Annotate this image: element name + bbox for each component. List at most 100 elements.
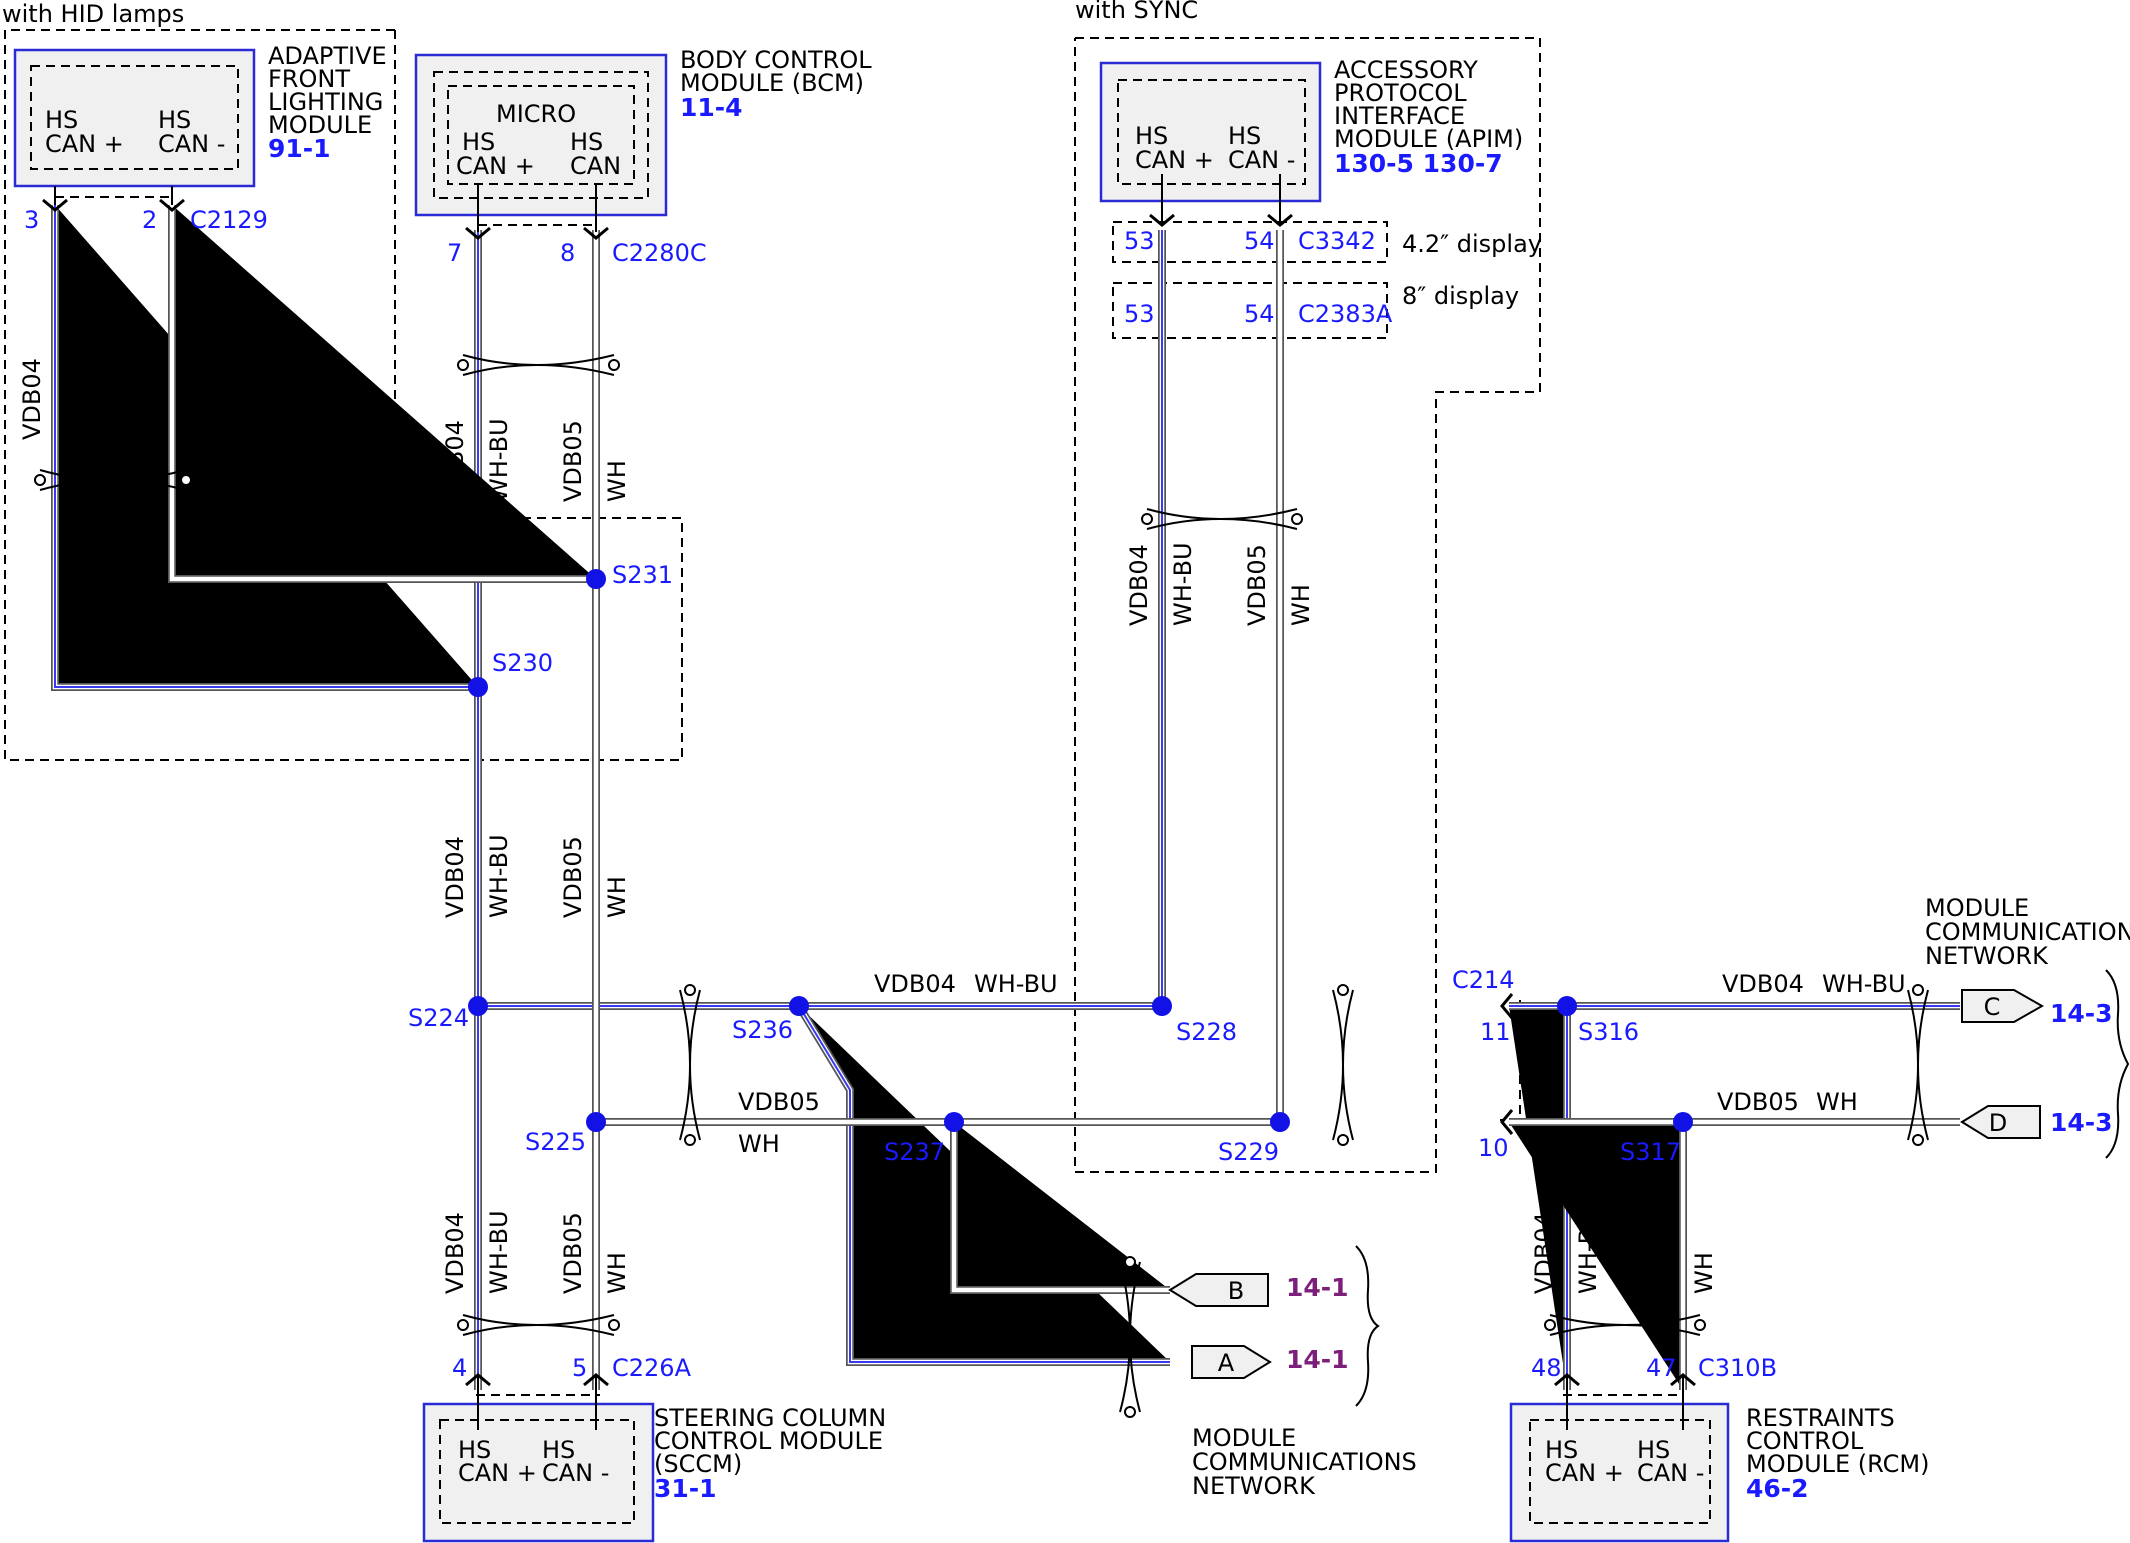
connector-id-c2383a: C2383A [1298,300,1393,328]
twisted-pair-marker [1544,1314,1706,1336]
pin-number: 5 [572,1354,587,1382]
svg-text:VDB05: VDB05 [559,420,587,502]
connector-id-c2280c: C2280C [612,239,707,267]
connector-id-c3342: C3342 [1298,227,1376,255]
svg-text:WH-BU: WH-BU [485,834,513,918]
rcm-ref-link[interactable]: 46-2 [1746,1474,1809,1503]
pin-number: 47 [1646,1354,1677,1382]
afl-module: HS CAN + HS CAN - [13,48,256,188]
network-label-line: COMMUNICATIONS [1925,918,2130,946]
sync-variant-label: with SYNC [1075,0,1198,24]
svg-text:HS: HS [1637,1436,1670,1464]
svg-text:VDB05: VDB05 [559,836,587,918]
bcm-ref-link[interactable]: 11-4 [680,93,743,122]
svg-text:D: D [1989,1109,2007,1137]
network-connector-a[interactable]: A [1191,1345,1272,1379]
splice-label: S231 [612,561,673,589]
pin-number: 11 [1480,1018,1511,1046]
svg-text:CAN: CAN [570,152,621,180]
svg-text:WH-BU: WH-BU [1822,970,1906,998]
splice-s230 [468,677,488,697]
svg-text:VDB04 WH-BU: VDB04 WH-BU [944,1328,1117,1356]
network-label-line: NETWORK [1192,1472,1316,1500]
twisted-pair-marker [679,984,701,1146]
sccm-ref-link[interactable]: 31-1 [654,1474,717,1503]
svg-text:A: A [1218,1349,1235,1377]
pin-number: 53 [1124,300,1155,328]
splice-s237 [944,1112,964,1132]
network-ref-link[interactable]: 14-3 [2050,1108,2113,1137]
network-ref-link[interactable]: 14-1 [1286,1345,1349,1374]
pin-number: 2 [142,206,157,234]
wire-labels-horizontal: VDB04 WH-BU VDB05 WH VDB04 WH-BU VDB05 W… [738,970,1906,1356]
svg-text:VDB04: VDB04 [874,970,956,998]
svg-text:VDB05: VDB05 [559,1212,587,1294]
splice-label: S317 [1620,1138,1681,1166]
svg-text:VDB05: VDB05 [1717,1088,1799,1116]
display-variant-note: 8″ display [1402,282,1519,310]
connector-id-c2129: C2129 [190,206,268,234]
splice-label: S230 [492,649,553,677]
network-ref-link[interactable]: 14-1 [1286,1273,1349,1302]
svg-text:VDB04: VDB04 [1722,970,1804,998]
network-label-line: COMMUNICATIONS [1192,1448,1417,1476]
twisted-pair-marker [1141,508,1303,530]
svg-text:WH-BU: WH-BU [485,1210,513,1294]
svg-text:WH-BU: WH-BU [1574,1210,1602,1294]
splice-label: S224 [408,1004,469,1032]
twisted-pair-marker [1119,1256,1141,1418]
bcm-micro-label: MICRO [496,100,576,128]
sccm-name-line: (SCCM) [654,1450,742,1478]
svg-text:VDB05: VDB05 [1646,1212,1674,1294]
network-connector-b[interactable]: B [1168,1273,1269,1307]
sccm-name-line: STEERING COLUMN [654,1404,886,1432]
svg-text:WH-BU: WH-BU [974,970,1058,998]
svg-text:CAN -: CAN - [542,1459,609,1487]
rcm-name-line: CONTROL [1746,1427,1864,1455]
twisted-pair-marker [34,469,192,491]
network-label-line: MODULE [1925,894,2029,922]
bcm-name-line: BODY CONTROL [680,46,872,74]
pin-number: 7 [447,239,462,267]
apim-name-line: MODULE (APIM) [1334,125,1523,153]
svg-text:CAN +: CAN + [1545,1459,1624,1487]
svg-text:B: B [1228,1277,1244,1305]
svg-text:WH: WH [1287,584,1315,626]
c3342-connector-outline [1112,221,1388,263]
svg-text:VDB04: VDB04 [441,1212,469,1294]
splice-s228 [1152,996,1172,1016]
splice-s316 [1557,996,1577,1016]
afl-name-line: MODULE [268,111,372,139]
svg-text:WH-BU: WH-BU [485,418,513,502]
apim-name-line: INTERFACE [1334,102,1465,130]
network-connector-d[interactable]: D [1960,1105,2041,1139]
pin-number: 54 [1244,300,1275,328]
twisted-pair-marker [457,1314,620,1336]
apim-ref-link[interactable]: 130-5 130-7 [1334,149,1503,178]
network-connector-c[interactable]: C [1961,989,2045,1023]
svg-text:CAN +: CAN + [45,130,124,158]
afl-ref-link[interactable]: 91-1 [268,134,331,163]
network-ref-link[interactable]: 14-3 [2050,999,2113,1028]
connector-id-c310b: C310B [1698,1354,1777,1382]
svg-text:CAN +: CAN + [458,1459,537,1487]
svg-text:C: C [1984,993,2001,1021]
twisted-pair-marker [1332,984,1354,1146]
svg-text:WH: WH [1816,1088,1858,1116]
display-variant-note: 4.2″ display [1402,230,1542,258]
svg-text:HS: HS [542,1436,575,1464]
svg-text:WH-BU: WH-BU [1169,542,1197,626]
splice-s236 [789,996,809,1016]
svg-text:CAN -: CAN - [1637,1459,1704,1487]
splice-label: S237 [884,1138,945,1166]
svg-text:HS: HS [1228,122,1261,150]
svg-text:WH: WH [1690,1252,1718,1294]
twisted-pair-marker [1907,984,1929,1146]
network-label-line: MODULE [1192,1424,1296,1452]
pin-number: 3 [24,206,39,234]
svg-text:CAN +: CAN + [456,152,535,180]
svg-text:HS: HS [45,106,78,134]
pin-number: 8 [560,239,575,267]
svg-text:HS: HS [570,128,603,156]
